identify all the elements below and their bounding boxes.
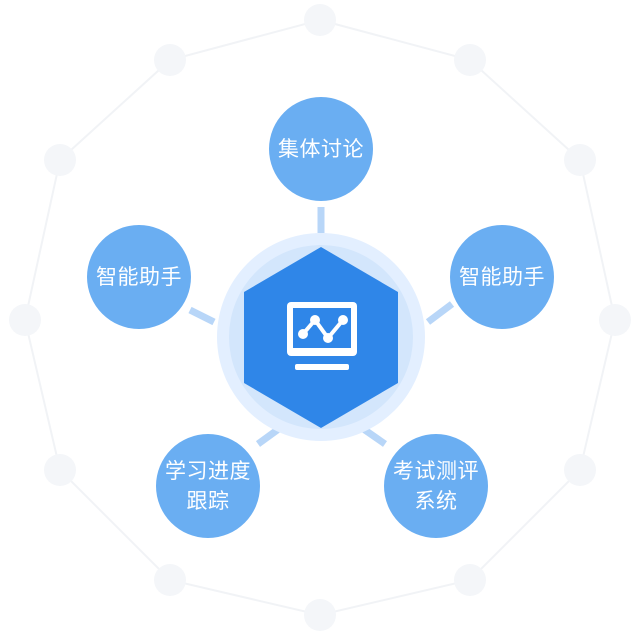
monitor-chart-icon [287,302,357,370]
node-label-right: 智能助手 [450,225,554,329]
node-label-line: 跟踪 [186,489,230,513]
background-dots [9,4,631,631]
node-label-left: 智能助手 [87,225,191,329]
node-bubble-bottom-left [156,434,260,538]
node-bubbles [87,97,554,538]
node-label-top: 集体讨论 [269,97,373,201]
node-bubble-top [269,97,373,201]
node-label-line: 系统 [414,489,458,513]
node-label-bottom-right: 考试测评系统 [384,434,488,538]
node-label-line: 集体讨论 [278,137,364,161]
node-label-bottom-left: 学习进度跟踪 [156,434,260,538]
node-bubble-left [87,225,191,329]
node-label-line: 智能助手 [96,265,182,289]
node-label-line: 考试测评 [393,459,479,483]
node-bubble-bottom-right [384,434,488,538]
connector-right [425,301,455,325]
node-bubble-right [450,225,554,329]
node-label-line: 学习进度 [165,459,251,483]
node-label-line: 智能助手 [459,265,545,289]
connector-left [188,306,216,326]
